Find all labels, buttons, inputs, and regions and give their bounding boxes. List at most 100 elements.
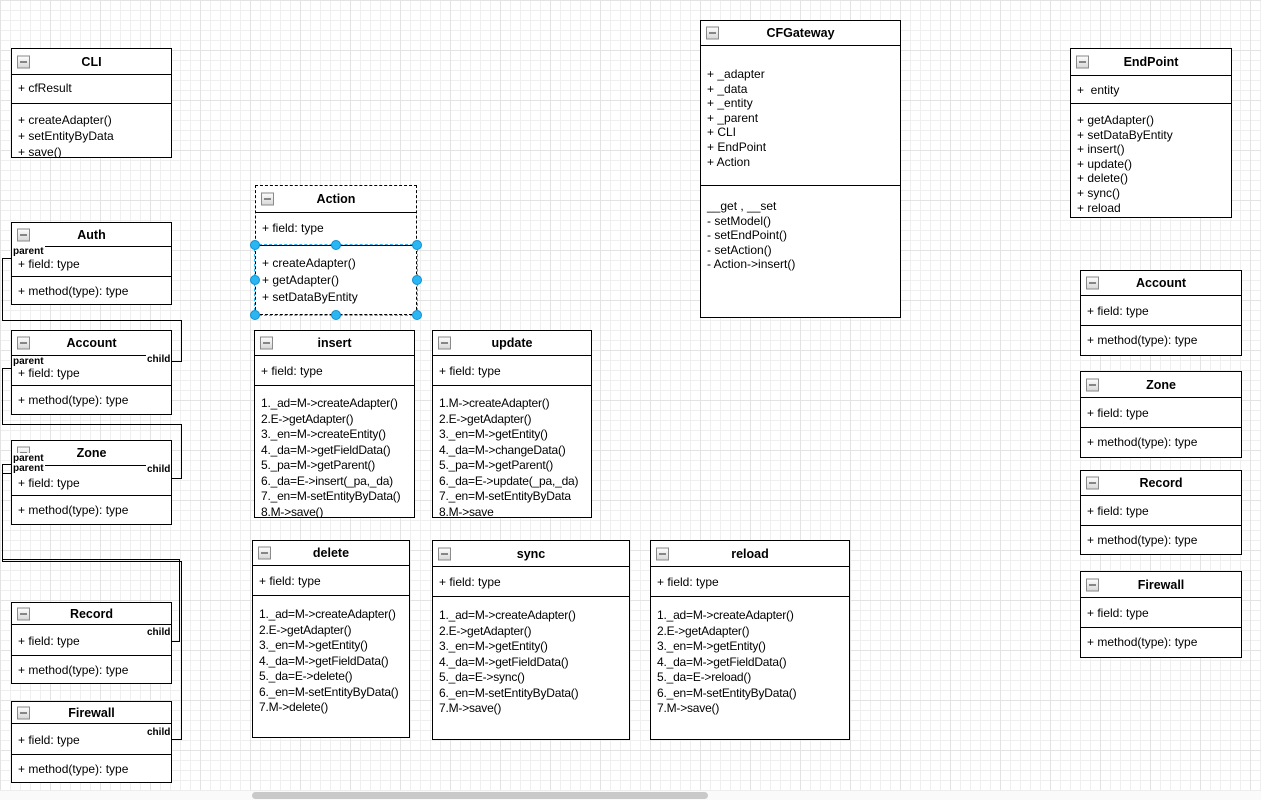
edge-zone-record-segment[interactable]: [172, 641, 180, 642]
class-attributes[interactable]: + field: type: [12, 247, 171, 277]
class-box-cli[interactable]: CLI + cfResult + createAdapter() + setEn…: [11, 48, 172, 158]
collapse-icon[interactable]: [17, 336, 30, 350]
class-methods[interactable]: + method(type): type: [18, 393, 129, 407]
class-methods[interactable]: + method(type): type: [18, 284, 129, 298]
edge-auth-account-segment[interactable]: [2, 258, 3, 320]
class-attributes[interactable]: + cfResult: [12, 75, 171, 104]
horizontal-scrollbar-thumb[interactable]: [252, 792, 708, 799]
edge-label-child[interactable]: child: [146, 354, 172, 365]
class-box-endpoint[interactable]: EndPoint + entity + getAdapter() + setDa…: [1070, 48, 1232, 218]
class-attributes[interactable]: + field: type: [12, 466, 171, 496]
edge-zone-firewall-segment[interactable]: [181, 561, 182, 740]
collapse-icon[interactable]: [17, 228, 30, 241]
class-box-auth[interactable]: Auth + field: type + method(type): type: [11, 222, 172, 305]
collapse-icon[interactable]: [258, 546, 271, 560]
class-methods[interactable]: + method(type): type: [1087, 435, 1198, 449]
collapse-icon[interactable]: [17, 706, 30, 719]
collapse-icon[interactable]: [438, 336, 451, 350]
edge-account-zone-segment[interactable]: [2, 368, 3, 424]
class-methods[interactable]: 1._ad=M->createAdapter() 2.E->getAdapter…: [439, 608, 579, 715]
edge-account-zone-segment[interactable]: [2, 424, 182, 425]
class-methods[interactable]: + createAdapter() + setEntityByData + sa…: [18, 113, 114, 157]
edge-label-parent[interactable]: parent: [12, 453, 45, 464]
selection-handle-sw[interactable]: [250, 310, 260, 320]
class-box-insert[interactable]: insert + field: type 1._ad=M->createAdap…: [254, 330, 415, 518]
edge-zone-record-segment[interactable]: [179, 559, 180, 642]
class-attributes[interactable]: + field: type: [651, 567, 849, 597]
class-attributes[interactable]: + field: type: [12, 625, 171, 656]
class-attributes[interactable]: + field: type: [1081, 496, 1241, 526]
class-methods[interactable]: + getAdapter() + setDataByEntity + inser…: [1077, 113, 1173, 215]
edge-auth-account-segment[interactable]: [2, 258, 12, 259]
edge-account-zone-segment[interactable]: [181, 424, 182, 479]
class-attributes[interactable]: + entity: [1071, 76, 1231, 104]
class-methods[interactable]: + method(type): type: [1087, 635, 1198, 649]
class-methods[interactable]: 1._ad=M->createAdapter() 2.E->getAdapter…: [261, 396, 401, 517]
edge-account-zone-segment[interactable]: [2, 368, 12, 369]
class-attributes[interactable]: + field: type: [1081, 598, 1241, 628]
edge-zone-firewall-segment[interactable]: [2, 561, 182, 562]
edge-auth-account-segment[interactable]: [181, 320, 182, 362]
class-box-delete[interactable]: delete + field: type 1._ad=M->createAdap…: [252, 540, 410, 738]
collapse-icon[interactable]: [438, 547, 451, 560]
class-box-account-left[interactable]: Account + field: type + method(type): ty…: [11, 330, 172, 415]
edge-zone-record-segment[interactable]: [2, 464, 12, 465]
class-methods[interactable]: + createAdapter() + getAdapter() + setDa…: [262, 256, 358, 304]
edge-zone-firewall-segment[interactable]: [2, 473, 12, 474]
class-methods[interactable]: + method(type): type: [18, 762, 129, 776]
class-methods[interactable]: __get , __set - setModel() - setEndPoint…: [707, 199, 796, 272]
class-methods[interactable]: + method(type): type: [18, 503, 129, 517]
selection-handle-se[interactable]: [412, 310, 422, 320]
selection-handle-ne[interactable]: [412, 240, 422, 250]
class-attributes[interactable]: + field: type: [253, 566, 409, 596]
class-methods[interactable]: 1._ad=M->createAdapter() 2.E->getAdapter…: [657, 608, 797, 715]
class-box-update[interactable]: update + field: type 1.M->createAdapter(…: [432, 330, 592, 518]
edge-label-parent[interactable]: parent: [12, 356, 45, 367]
class-box-firewall-right[interactable]: Firewall + field: type + method(type): t…: [1080, 571, 1242, 658]
edge-zone-record-segment[interactable]: [2, 559, 180, 560]
selection-handle-e[interactable]: [412, 275, 422, 285]
class-attributes[interactable]: + field: type: [1081, 296, 1241, 326]
edge-auth-account-segment[interactable]: [2, 320, 182, 321]
collapse-icon[interactable]: [260, 336, 273, 350]
selection-handle-s[interactable]: [331, 310, 341, 320]
class-box-account-right[interactable]: Account + field: type + method(type): ty…: [1080, 270, 1242, 356]
edge-label-child[interactable]: child: [146, 464, 172, 475]
edge-label-parent[interactable]: parent: [12, 246, 45, 257]
class-attributes[interactable]: + field: type: [433, 567, 629, 597]
class-box-record-right[interactable]: Record + field: type + method(type): typ…: [1080, 470, 1242, 555]
class-methods[interactable]: + method(type): type: [18, 663, 129, 677]
class-box-sync[interactable]: sync + field: type 1._ad=M->createAdapte…: [432, 540, 630, 740]
edge-label-child[interactable]: child: [146, 727, 172, 738]
class-methods[interactable]: + method(type): type: [1087, 333, 1198, 347]
selection-handle-w[interactable]: [250, 275, 260, 285]
collapse-icon[interactable]: [1086, 378, 1099, 391]
collapse-icon[interactable]: [706, 26, 719, 40]
class-box-firewall-left[interactable]: Firewall + field: type + method(type): t…: [11, 701, 172, 783]
edge-label-child[interactable]: child: [146, 627, 172, 638]
class-attributes[interactable]: + field: type: [433, 356, 591, 386]
selection-handle-n[interactable]: [331, 240, 341, 250]
class-attributes[interactable]: + field: type: [12, 356, 171, 386]
edge-zone-firewall-segment[interactable]: [2, 473, 3, 561]
edge-account-zone-segment[interactable]: [172, 478, 182, 479]
edge-auth-account-segment[interactable]: [172, 361, 182, 362]
class-box-record-left[interactable]: Record + field: type + method(type): typ…: [11, 602, 172, 684]
class-attributes[interactable]: + field: type: [1081, 398, 1241, 428]
class-methods[interactable]: 1.M->createAdapter() 2.E->getAdapter() 3…: [439, 396, 579, 517]
class-methods[interactable]: 1._ad=M->createAdapter() 2.E->getAdapter…: [259, 607, 399, 714]
class-attributes[interactable]: + field: type: [12, 724, 171, 755]
collapse-icon[interactable]: [1086, 276, 1099, 290]
edge-label-parent[interactable]: parent: [12, 463, 45, 474]
class-methods[interactable]: + method(type): type: [1087, 533, 1198, 547]
selection-handle-nw[interactable]: [250, 240, 260, 250]
collapse-icon[interactable]: [17, 607, 30, 620]
collapse-icon[interactable]: [17, 55, 30, 68]
edge-zone-firewall-segment[interactable]: [172, 739, 182, 740]
collapse-icon[interactable]: [1086, 578, 1099, 591]
collapse-icon[interactable]: [1086, 476, 1099, 490]
class-box-reload[interactable]: reload + field: type 1._ad=M->createAdap…: [650, 540, 850, 740]
class-attributes[interactable]: + _adapter + _data + _entity + _parent +…: [701, 46, 900, 186]
collapse-icon[interactable]: [1076, 55, 1089, 69]
